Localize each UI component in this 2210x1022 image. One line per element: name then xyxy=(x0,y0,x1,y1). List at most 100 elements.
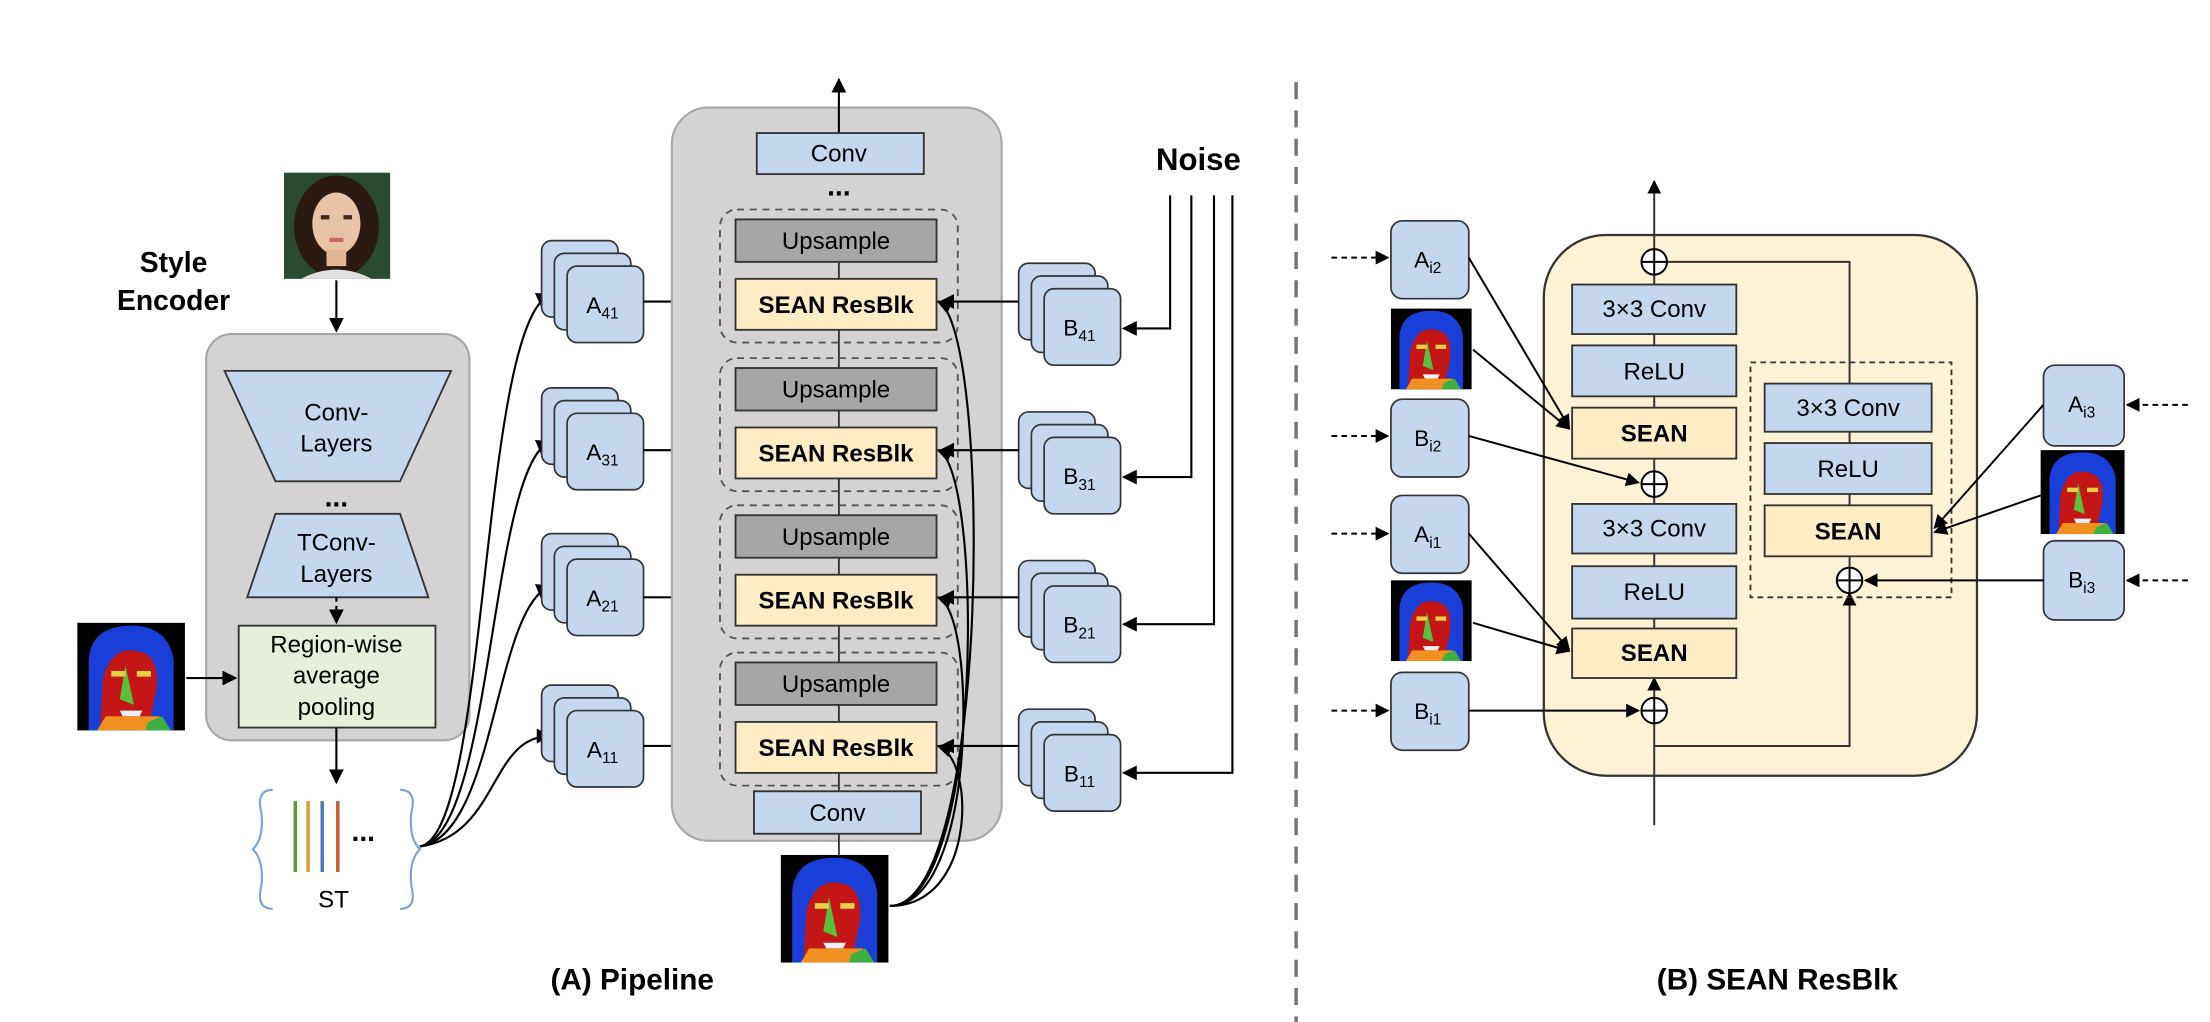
svg-text:A11: A11 xyxy=(587,737,618,767)
upsample-1-block xyxy=(734,661,938,706)
resblk-sean-3-label: SEAN xyxy=(1815,518,1882,545)
tconv-layers-label-line2: Layers xyxy=(300,561,372,588)
pooling-label-line2: average xyxy=(293,663,380,690)
b21-main: B xyxy=(1063,613,1078,638)
svg-text:Bi2: Bi2 xyxy=(1414,426,1441,456)
segmentation-mask-input xyxy=(77,622,185,731)
svg-text:A21: A21 xyxy=(586,586,618,616)
mask-input-3 xyxy=(2040,450,2125,535)
upsample-3-block xyxy=(734,367,938,412)
resblk-relu-3-label: ReLU xyxy=(1817,456,1878,483)
resblk-conv-2-label: 3×3 Conv xyxy=(1602,296,1706,323)
tconv-layers-block xyxy=(245,512,430,599)
pipeline-caption: (A) Pipeline xyxy=(550,963,713,996)
resblk-sean-2 xyxy=(1571,406,1738,460)
a21-block: A21 xyxy=(540,532,645,637)
segmentation-mask-generator-input xyxy=(780,854,889,963)
top-conv-block xyxy=(755,132,925,176)
a-i1-block: Ai1 xyxy=(1390,494,1470,575)
svg-text:B21: B21 xyxy=(1063,613,1095,643)
a11-block: A11 xyxy=(540,684,645,788)
sean-resblk-3-block xyxy=(734,426,938,480)
resblk-conv-3-label: 3×3 Conv xyxy=(1796,395,1900,422)
encoder-ellipsis: ... xyxy=(325,481,349,513)
upsample-3-label: Upsample xyxy=(782,377,890,404)
stage-3-group xyxy=(719,357,959,493)
svg-text:Ai1: Ai1 xyxy=(1414,522,1441,552)
top-conv-label: Conv xyxy=(811,140,867,167)
b31-main: B xyxy=(1063,464,1078,489)
resblk-conv-2 xyxy=(1571,283,1738,335)
svg-text:A31: A31 xyxy=(586,440,618,470)
b11-sub: 11 xyxy=(1079,774,1095,791)
a-i1-sub: i1 xyxy=(1429,535,1441,552)
sum-node-shortcut xyxy=(1835,566,1864,595)
sean-resblk-4-label: SEAN ResBlk xyxy=(759,292,915,319)
mask-input-1 xyxy=(1390,580,1472,662)
b-i3-main: B xyxy=(2068,567,2083,592)
a41-main: A xyxy=(586,293,602,318)
resblk-conv-3 xyxy=(1763,382,1933,433)
a31-block: A31 xyxy=(540,387,645,491)
generator-ellipsis: ... xyxy=(827,169,851,201)
sean-resblk-1-block xyxy=(734,720,938,774)
sean-resblk-2-block xyxy=(734,573,938,627)
upsample-2-label: Upsample xyxy=(782,524,890,551)
b21-sub: 21 xyxy=(1078,625,1095,642)
resblk-conv-1 xyxy=(1571,503,1738,555)
a-i2-sub: i2 xyxy=(1429,260,1441,277)
resblk-sean-1-label: SEAN xyxy=(1621,640,1688,667)
a-i2-block: Ai2 xyxy=(1390,219,1470,300)
st-ellipsis: ... xyxy=(351,815,375,847)
svg-text:Bi3: Bi3 xyxy=(2068,567,2095,597)
upsample-4-block xyxy=(734,218,938,263)
sum-node-bottom xyxy=(1640,696,1668,725)
b-i1-sub: i1 xyxy=(1429,712,1441,729)
svg-text:B31: B31 xyxy=(1063,464,1095,494)
conv-layers-label: Conv- xyxy=(304,399,368,426)
b41-sub: 41 xyxy=(1078,328,1095,345)
upsample-4-label: Upsample xyxy=(782,228,890,255)
stage-4-group xyxy=(719,208,959,344)
style-encoder-title-line2: Encoder xyxy=(117,284,230,316)
b41-block: B41 xyxy=(1017,262,1122,367)
b31-sub: 31 xyxy=(1078,477,1095,494)
b11-block: B11 xyxy=(1017,708,1122,812)
a-i3-block: Ai3 xyxy=(2042,364,2126,447)
conv-layers-block xyxy=(223,369,453,483)
bottom-conv-label: Conv xyxy=(809,800,865,827)
upsample-2-block xyxy=(734,514,938,559)
a-i1-main: A xyxy=(1414,522,1430,547)
a-i3-main: A xyxy=(2068,392,2084,417)
resblk-conv-1-label: 3×3 Conv xyxy=(1602,515,1706,542)
resblk-relu-2 xyxy=(1571,344,1738,398)
a21-main: A xyxy=(586,586,602,611)
svg-text:Ai2: Ai2 xyxy=(1414,248,1441,278)
tconv-layers-label: TConv- xyxy=(297,530,376,557)
resblk-sean-2-label: SEAN xyxy=(1621,421,1688,448)
sean-resblk-2-label: SEAN ResBlk xyxy=(759,588,915,615)
svg-text:A41: A41 xyxy=(586,293,618,323)
b31-block: B31 xyxy=(1017,411,1122,515)
shortcut-group xyxy=(1749,361,1953,599)
bottom-conv-block xyxy=(753,790,922,835)
resblk-sean-1 xyxy=(1571,627,1738,679)
resblk-relu-2-label: ReLU xyxy=(1623,358,1684,385)
b-i2-main: B xyxy=(1414,426,1429,451)
a-i3-sub: i3 xyxy=(2083,405,2095,422)
resblk-relu-3 xyxy=(1763,442,1933,495)
upsample-1-label: Upsample xyxy=(782,671,890,698)
style-codes-st xyxy=(251,788,422,910)
b21-block: B21 xyxy=(1017,559,1122,664)
pooling-label: Region-wise xyxy=(270,632,402,659)
region-wise-pooling-block xyxy=(237,624,437,729)
conv-layers-label-line2: Layers xyxy=(300,431,372,458)
resblk-relu-1-label: ReLU xyxy=(1623,579,1684,606)
a21-sub: 21 xyxy=(601,599,618,616)
stage-1-group xyxy=(719,651,959,787)
b-i1-main: B xyxy=(1414,699,1429,724)
a41-block: A41 xyxy=(540,239,645,344)
st-label: ST xyxy=(318,886,349,913)
sean-resblk-4-block xyxy=(734,277,938,331)
style-encoder-title: Style xyxy=(140,246,208,278)
